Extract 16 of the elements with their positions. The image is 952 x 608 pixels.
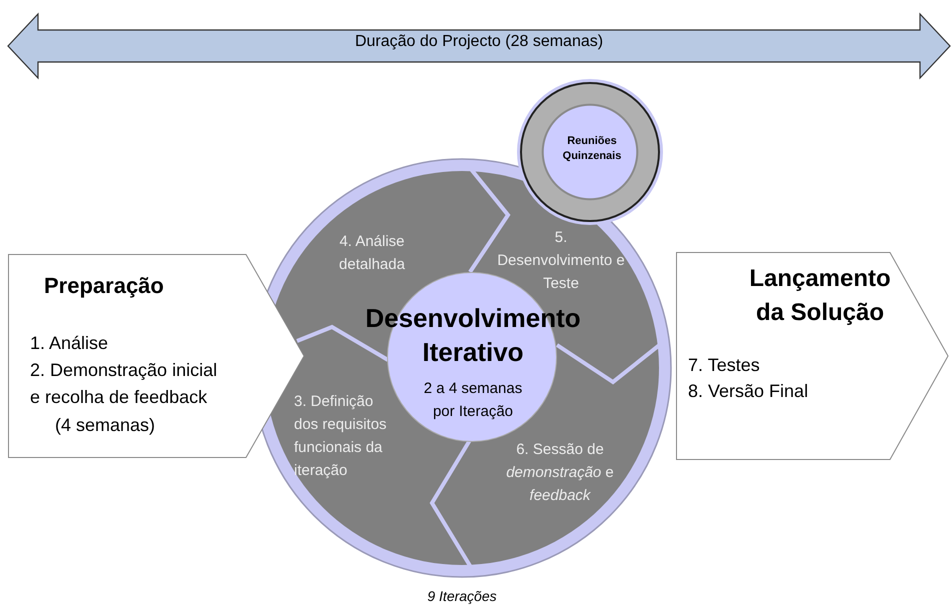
- caption-label: 9 Iterações: [426, 588, 498, 604]
- list-item: 7. Testes: [688, 354, 761, 377]
- meeting-label: Reuniões Quinzenais: [562, 134, 622, 164]
- segment-label: 3. Definição dos requisitos funcionais da iteração: [294, 392, 388, 481]
- center-subtitle: 2 a 4 semanas por Iteração: [422, 379, 524, 422]
- segment-label: 4. Análise detalhada: [338, 232, 406, 275]
- list-item: 2. Demonstração inicial e recolha de feedback: [30, 359, 218, 409]
- band-label: Duração do Projecto (28 semanas): [354, 32, 604, 52]
- center-title: Desenvolvimento Iterativo: [364, 302, 582, 369]
- stage-title: Preparação: [44, 272, 165, 300]
- segment-label: 6. Sessão de demonstração e feedback: [505, 440, 615, 506]
- segment-label: 5. Desenvolvimento e Teste: [496, 228, 626, 294]
- list-item: 1. Análise: [30, 332, 110, 355]
- list-item: 8. Versão Final: [688, 380, 810, 403]
- duration-label: (4 semanas): [55, 414, 156, 437]
- stage-title: Lançamento da Solução: [748, 264, 892, 328]
